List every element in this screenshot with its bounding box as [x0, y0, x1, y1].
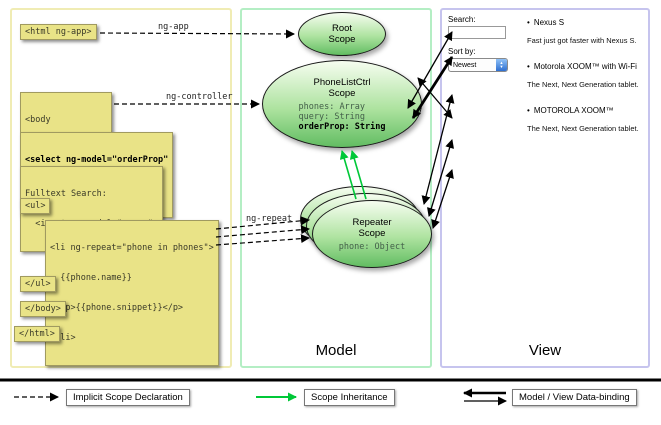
- select-arrows-icon: ▲ ▼: [496, 59, 507, 71]
- legend-model-view-binding: Model / View Data-binding: [512, 389, 637, 406]
- scope-title-line: Scope: [328, 87, 356, 99]
- legend-implicit-scope: Implicit Scope Declaration: [66, 389, 190, 406]
- code-line: <select ng-model="orderProp": [25, 155, 169, 165]
- phonelistctrl-scope-props: phones: Array query: String orderProp: S…: [299, 102, 386, 132]
- phone-name: •Nexus S: [527, 18, 652, 28]
- code-line: <li ng-repeat="phone in phones">: [50, 243, 214, 253]
- phone-list-item: •Motorola XOOM™ with Wi-Fi The Next, Nex…: [527, 62, 652, 89]
- code-html-open: <html ng-app>: [20, 24, 97, 40]
- bullet-icon: •: [527, 106, 530, 115]
- root-scope-ellipse: Root Scope: [298, 12, 386, 56]
- code-ul-close: </ul>: [20, 276, 56, 292]
- phone-name: •MOTOROLA XOOM™: [527, 106, 652, 116]
- scope-title-line: Scope: [328, 34, 356, 45]
- repeater-scope-props: phone: Object: [339, 242, 406, 252]
- phonelistctrl-scope-title: PhoneListCtrl Scope: [313, 77, 370, 99]
- model-panel-label: Model: [315, 342, 357, 359]
- bullet-icon: •: [527, 62, 530, 71]
- phonelistctrl-scope-ellipse: PhoneListCtrl Scope phones: Array query:…: [262, 60, 422, 148]
- sort-select-value: Newest: [453, 61, 477, 69]
- code-line: </li>: [50, 333, 76, 343]
- phone-list-item: •Nexus S Fast just got faster with Nexus…: [527, 18, 652, 45]
- phone-name-text: MOTOROLA XOOM™: [533, 106, 614, 115]
- code-html-close: </html>: [14, 326, 60, 342]
- scope-title-line: Repeater: [352, 216, 392, 228]
- sort-select[interactable]: Newest ▲ ▼: [448, 58, 508, 72]
- repeater-scope-ellipse: Repeater Scope phone: Object: [312, 200, 432, 268]
- ng-repeat-arrow-label: ng-repeat: [246, 214, 293, 224]
- phone-name: •Motorola XOOM™ with Wi-Fi: [527, 62, 652, 72]
- scope-prop: query: String: [298, 111, 366, 122]
- bullet-icon: •: [527, 18, 530, 27]
- scope-title-line: Root: [331, 23, 353, 34]
- repeater-scope-title: Repeater Scope: [352, 217, 391, 239]
- code-ul-open: <ul>: [20, 198, 51, 214]
- legend-scope-inheritance: Scope Inheritance: [304, 389, 395, 406]
- phone-snippet: The Next, Next Generation tablet.: [527, 124, 639, 133]
- phone-name-text: Nexus S: [533, 18, 565, 27]
- phone-list-item: •MOTOROLA XOOM™ The Next, Next Generatio…: [527, 106, 652, 133]
- view-panel-label: View: [528, 342, 562, 359]
- ng-controller-arrow-label: ng-controller: [166, 92, 233, 102]
- scope-title-line: PhoneListCtrl: [313, 76, 371, 88]
- sort-label: Sort by:: [448, 47, 476, 56]
- code-line: {{phone.name}}: [50, 273, 132, 283]
- search-label: Search:: [448, 15, 476, 24]
- phone-snippet: The Next, Next Generation tablet.: [527, 80, 639, 89]
- search-input[interactable]: [448, 26, 506, 39]
- phone-snippet: Fast just got faster with Nexus S.: [527, 36, 637, 45]
- code-line: <p>{{phone.snippet}}</p>: [50, 303, 184, 313]
- scope-prop: phone: Object: [338, 241, 406, 252]
- scope-prop-orderprop: orderProp: String: [298, 121, 386, 132]
- code-li-repeat: <li ng-repeat="phone in phones"> {{phone…: [45, 220, 219, 366]
- ng-app-arrow-label: ng-app: [158, 22, 189, 32]
- root-scope-title: Root Scope: [329, 23, 356, 45]
- code-line: <body: [25, 115, 51, 125]
- phone-name-text: Motorola XOOM™ with Wi-Fi: [533, 62, 637, 71]
- scope-title-line: Scope: [358, 227, 386, 239]
- code-body-close: </body>: [20, 301, 66, 317]
- code-line: Fulltext Search:: [25, 189, 107, 199]
- scope-prop: phones: Array: [298, 101, 366, 112]
